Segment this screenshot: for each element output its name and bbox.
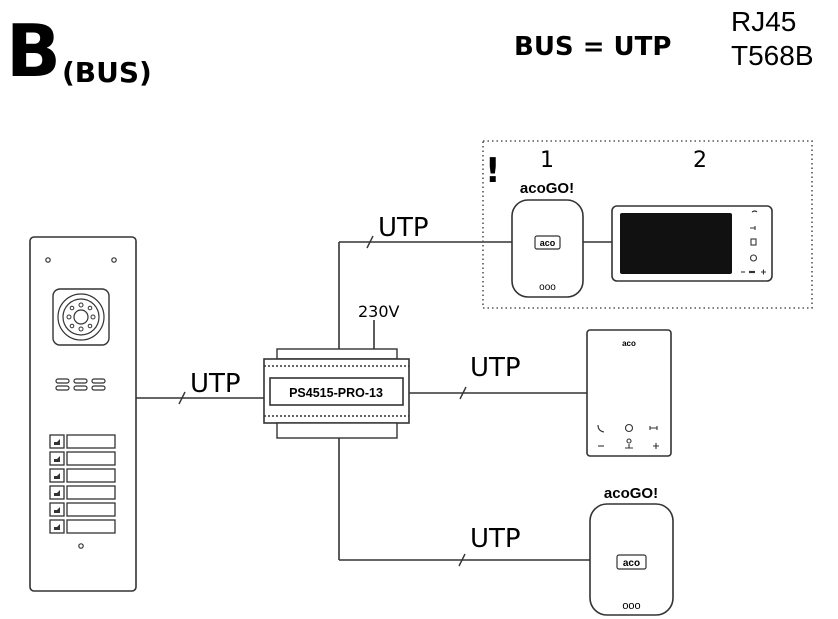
name-tag [66, 502, 116, 517]
tick-top [366, 235, 374, 249]
panel-screw-bottom [78, 543, 84, 549]
bell-icon [54, 490, 60, 496]
intercom-key-icon [649, 426, 658, 430]
intercom-brand: aco [622, 339, 636, 348]
bell-icon [54, 439, 60, 445]
home-button-icon [749, 254, 758, 262]
monitor-screen [620, 213, 732, 274]
intercom-home-icon [624, 423, 634, 433]
intercom-buttons [597, 423, 659, 449]
acogo-bottom-dots: ooo [622, 600, 640, 612]
intercom-body [586, 329, 672, 457]
intercom-plus-icon [653, 443, 659, 449]
call-buttons [49, 434, 116, 534]
cable-labels: UTP UTP UTP UTP 230V [190, 213, 521, 554]
monitor-buttons [741, 210, 766, 275]
audio-intercom: aco [586, 329, 672, 457]
name-tag [66, 434, 116, 449]
acogo-bottom-badge-text: aco [623, 558, 640, 569]
plus-icon [761, 269, 766, 275]
acogo-top-dots: ooo [539, 282, 556, 293]
intercom-person-icon [625, 438, 633, 449]
name-tag [66, 485, 116, 500]
bell-icon [54, 473, 60, 479]
warning-mark: ! [485, 151, 501, 191]
psu-bottom-rail [276, 422, 398, 439]
acogo-module-top: acoGO! aco ooo [511, 180, 584, 298]
wiring [136, 241, 612, 561]
bell-icon [54, 456, 60, 462]
name-tag [66, 519, 116, 534]
tick-bottom [458, 553, 466, 567]
door-panel [29, 236, 137, 592]
call-button-6 [49, 519, 116, 534]
power-supply: PS4515-PRO-13 [263, 348, 410, 439]
item-number-1: 1 [540, 148, 554, 173]
bell-icon [54, 524, 60, 530]
tick-panel [178, 391, 186, 405]
utp-label-middle: UTP [470, 353, 521, 383]
mains-label: 230V [358, 302, 400, 321]
acogo-module-bottom: acoGO! aco ooo [589, 485, 674, 616]
title-letter: B [6, 9, 61, 93]
bell-icon [54, 507, 60, 513]
bus-equals-utp: BUS = UTP [514, 32, 671, 62]
item-number-2: 2 [693, 148, 707, 173]
tick-middle [459, 386, 467, 400]
cable-ticks [178, 235, 467, 567]
utp-label-top: UTP [378, 213, 429, 243]
call-button-1 [49, 434, 116, 449]
panel-screw-top-left [45, 257, 51, 263]
call-button-3 [49, 468, 116, 483]
wifi-group: ! 1 2 acoGO! aco ooo [482, 140, 813, 309]
name-tag [66, 451, 116, 466]
intercom-handset-icon [597, 424, 605, 433]
psu-model-label: PS4515-PRO-13 [289, 386, 383, 400]
acogo-top-badge-text: aco [540, 238, 556, 248]
panel-screw-top-right [111, 257, 117, 263]
call-button-2 [49, 451, 116, 466]
utp-label-panel: UTP [190, 369, 241, 399]
connector-rj45: RJ45 [731, 6, 796, 37]
video-monitor [611, 205, 773, 282]
psu-label-box [269, 377, 404, 406]
connector-t568b: T568B [731, 40, 814, 71]
acogo-top-badge [534, 235, 561, 250]
acogo-top-title: acoGO! [520, 180, 574, 197]
psu-top-rail [276, 348, 398, 360]
camera-icon [52, 288, 110, 346]
name-tag [66, 468, 116, 483]
key-icon [750, 226, 756, 230]
camera-button-icon [750, 238, 757, 246]
title-subscript: (BUS) [62, 56, 152, 89]
utp-label-bottom: UTP [470, 524, 521, 554]
header: B (BUS) BUS = UTP RJ45 T568B [6, 6, 814, 93]
acogo-bottom-badge [616, 554, 647, 570]
speaker-grille-icon [55, 378, 106, 391]
handset-icon [751, 210, 758, 213]
acogo-bottom-title: acoGO! [604, 485, 658, 502]
call-button-5 [49, 502, 116, 517]
call-button-4 [49, 485, 116, 500]
